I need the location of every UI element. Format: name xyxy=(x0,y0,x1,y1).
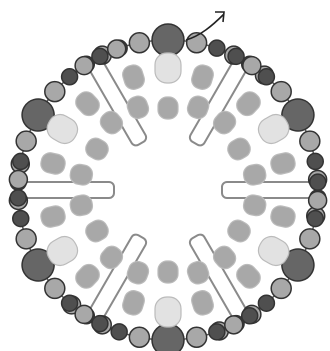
outer-bead xyxy=(228,48,244,64)
inner-bead xyxy=(224,135,253,163)
outer-bead xyxy=(225,316,243,334)
outer-bead xyxy=(242,308,258,324)
inner-bead xyxy=(120,63,146,92)
outer-bead xyxy=(271,278,291,298)
outer-bead xyxy=(92,48,108,64)
inner-bead xyxy=(39,151,67,176)
outer-bead xyxy=(300,229,320,249)
outer-bead xyxy=(9,171,27,189)
outer-bead xyxy=(92,316,108,332)
large-bead xyxy=(152,324,184,351)
outer-bead xyxy=(129,33,149,53)
inner-bead xyxy=(269,151,297,176)
inner-bead xyxy=(72,88,103,119)
outer-bead xyxy=(307,211,323,227)
outer-bead xyxy=(75,57,93,75)
outer-bead xyxy=(187,327,207,347)
outer-bead xyxy=(209,324,225,340)
outer-bead xyxy=(108,40,126,58)
outer-bead xyxy=(300,131,320,151)
outer-bead xyxy=(13,211,29,227)
inner-bead xyxy=(158,261,178,283)
inner-bead xyxy=(233,88,264,119)
outer-bead xyxy=(45,82,65,102)
spoke-bar xyxy=(222,182,320,198)
outer-bead xyxy=(62,69,78,85)
outer-bead xyxy=(309,191,327,209)
inner-bead xyxy=(120,288,146,317)
outer-bead xyxy=(310,174,326,190)
outer-bead xyxy=(16,229,36,249)
outer-bead xyxy=(10,190,26,206)
inner-bead xyxy=(39,204,67,229)
outer-bead xyxy=(209,40,225,56)
inner-bead xyxy=(269,204,297,229)
inner-bead xyxy=(82,217,111,245)
inner-bead xyxy=(155,297,181,327)
large-bead xyxy=(152,24,184,56)
inner-bead xyxy=(82,135,111,163)
inner-bead xyxy=(72,261,103,292)
outer-bead xyxy=(16,131,36,151)
outer-bead xyxy=(271,82,291,102)
inner-bead xyxy=(158,97,178,119)
outer-bead xyxy=(111,324,127,340)
outer-bead xyxy=(307,153,323,169)
spoke-bar xyxy=(16,182,114,198)
outer-bead xyxy=(13,153,29,169)
outer-bead xyxy=(45,278,65,298)
inner-bead xyxy=(189,288,215,317)
outer-bead xyxy=(258,295,274,311)
inner-bead xyxy=(233,261,264,292)
spoke-bar-shape xyxy=(16,182,114,198)
outer-bead xyxy=(129,327,149,347)
spoke-bar-shape xyxy=(222,182,320,198)
outer-bead xyxy=(258,69,274,85)
outer-bead xyxy=(243,57,261,75)
inner-bead xyxy=(189,63,215,92)
outer-bead xyxy=(62,295,78,311)
outer-bead xyxy=(75,305,93,323)
inner-bead xyxy=(155,53,181,83)
inner-bead xyxy=(224,217,253,245)
